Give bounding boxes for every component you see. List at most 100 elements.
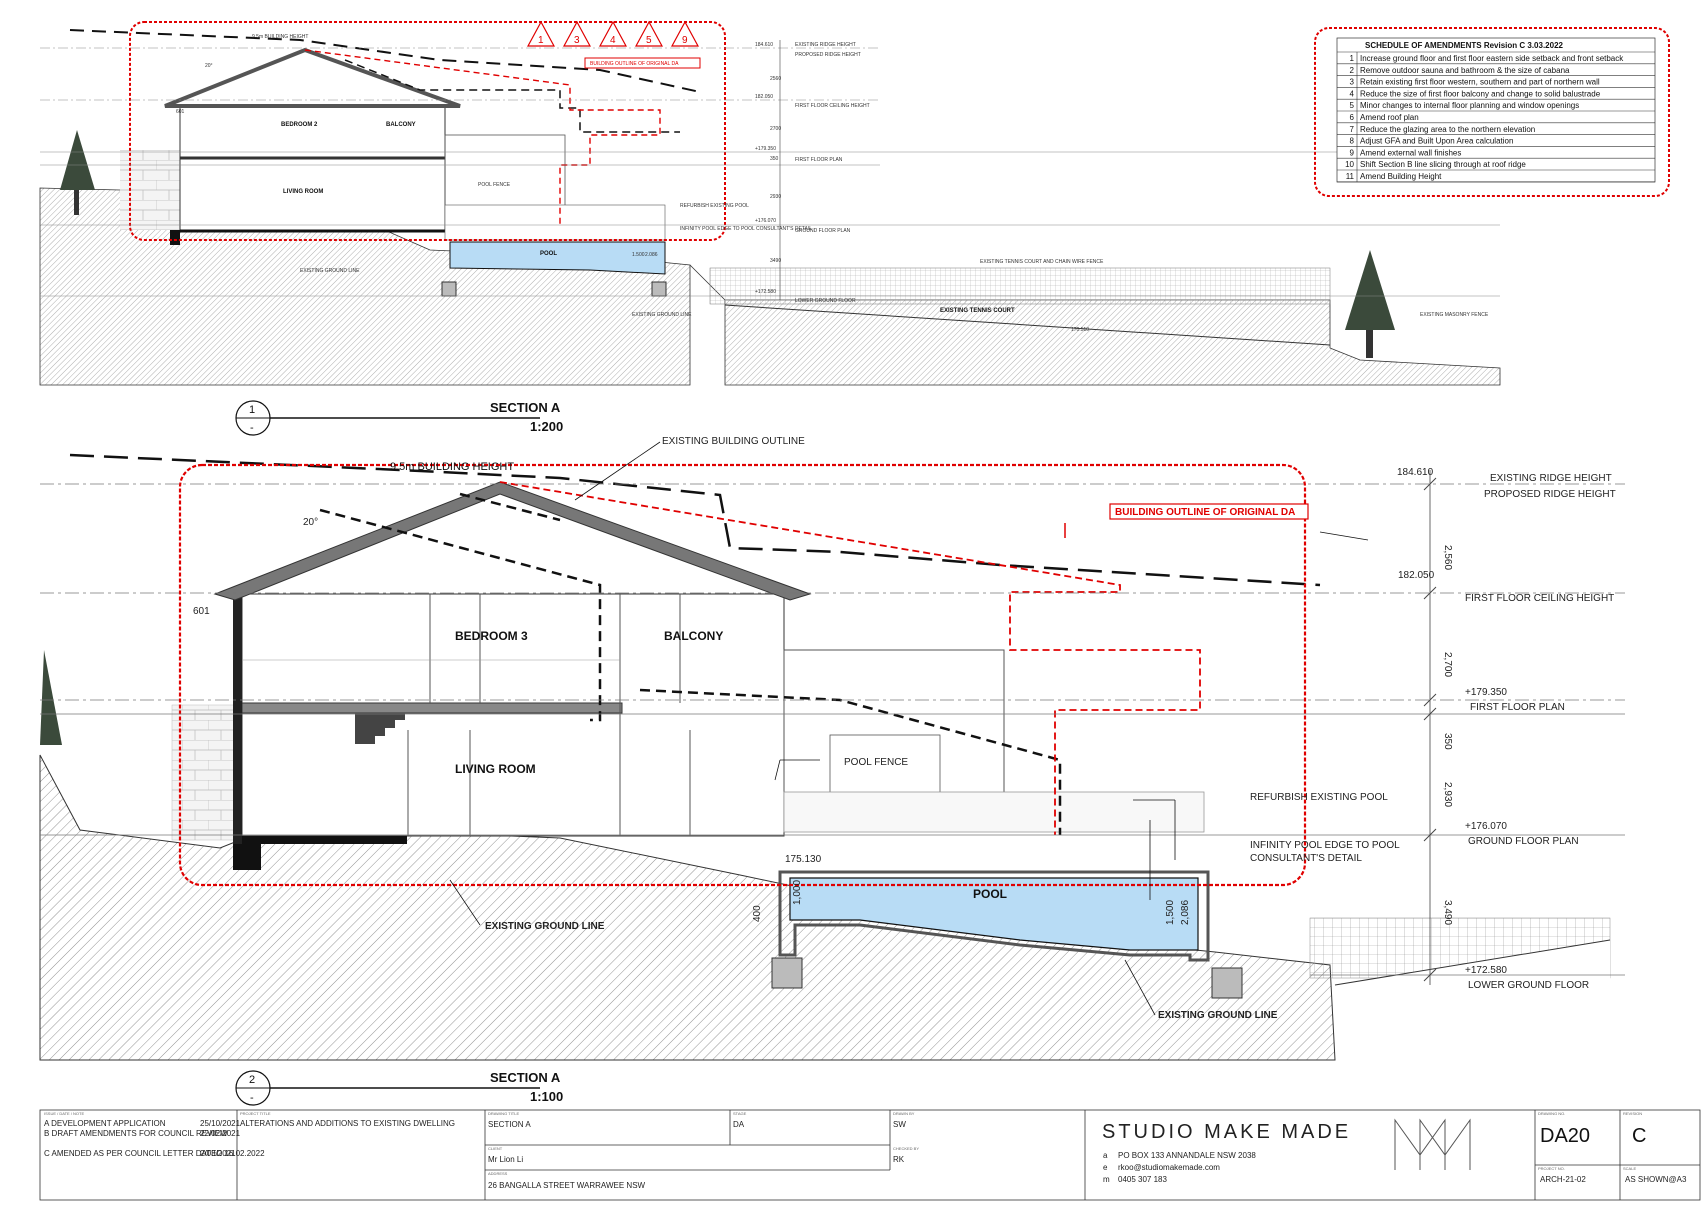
rev-triangle-label: 9: [682, 35, 688, 46]
schedule-item-text: Reduce the glazing area to the northern …: [1360, 125, 1535, 134]
rl-ground-2: +176.070: [1465, 821, 1507, 832]
rl-first-2: +179.350: [1465, 687, 1507, 698]
schedule-item-text: Remove outdoor sauna and bathroom & the …: [1360, 66, 1570, 75]
rl-first-1: +179.350: [755, 146, 776, 152]
section-scale-1: 1:200: [530, 419, 563, 434]
marker-ref-1: -: [250, 422, 254, 434]
schedule-item-text: Adjust GFA and Built Upon Area calculati…: [1360, 137, 1513, 146]
pool-2: [789, 877, 1199, 951]
original-da-label-1: BUILDING OUTLINE OF ORIGINAL DA: [590, 61, 679, 67]
dim-label: 2,700: [1442, 652, 1453, 677]
tb-project-no-caption: PROJECT NO.: [1538, 1166, 1565, 1171]
level-ground-1: GROUND FLOOR PLAN: [795, 228, 851, 234]
level-proposed-ridge-1: PROPOSED RIDGE HEIGHT: [795, 52, 861, 58]
rl-lower-2: +172.580: [1465, 965, 1507, 976]
room-label-balcony-2: BALCONY: [664, 629, 723, 643]
tree-icon: [40, 650, 62, 745]
schedule-item-number: 9: [1350, 148, 1355, 157]
tb-scale-caption: SCALE: [1623, 1166, 1636, 1171]
section-title-1: SECTION A: [490, 400, 561, 415]
roof-angle-1: 20°: [205, 63, 213, 69]
building-height-label-2: 9.5m BUILDING HEIGHT: [390, 461, 514, 473]
dim-label: 350: [1442, 733, 1453, 750]
dim-label: 3,490: [1442, 900, 1453, 925]
room-label-living-1: LIVING ROOM: [283, 189, 323, 195]
contact-key: m: [1103, 1175, 1110, 1184]
tb-issue-a-date: 25/10/2021: [200, 1119, 241, 1128]
rl-ridge-1: 184.610: [755, 42, 773, 48]
note-tennis-court: EXISTING TENNIS COURT: [940, 308, 1015, 314]
section-title-2: SECTION A: [490, 1070, 561, 1085]
tb-issue-c: C AMENDED AS PER COUNCIL LETTER DATED 16…: [44, 1149, 265, 1158]
rev-triangle-label: 4: [610, 35, 616, 46]
level-proposed-ridge-2: PROPOSED RIDGE HEIGHT: [1484, 489, 1616, 500]
schedule-item-text: Increase ground floor and first floor ea…: [1360, 54, 1624, 63]
schedule-title: SCHEDULE OF AMENDMENTS Revision C 3.03.2…: [1365, 41, 1564, 50]
tb-scale: AS SHOWN@A3: [1625, 1175, 1687, 1184]
tb-stage-caption: STAGE: [733, 1111, 747, 1116]
note-tennis-fence: EXISTING TENNIS COURT AND CHAIN WIRE FEN…: [980, 259, 1104, 265]
schedule-item-number: 6: [1350, 113, 1355, 122]
note-ground-line-1a: EXISTING GROUND LINE: [300, 268, 360, 274]
revision-cloud-2: [178, 463, 1307, 887]
tb-stage: DA: [733, 1120, 745, 1129]
schedule-item-number: 8: [1350, 137, 1355, 146]
tree-icon: [1345, 250, 1395, 358]
schedule-item-number: 3: [1350, 78, 1355, 87]
section-1-drawing: [39, 21, 1501, 386]
ground-hatch-2: [39, 754, 1336, 1061]
existing-outline-label: EXISTING BUILDING OUTLINE: [662, 436, 805, 447]
rl-ceiling-2: 182.050: [1398, 570, 1435, 581]
tb-issue-caption: ISSUE / DATE / NOTE: [44, 1111, 84, 1116]
level-first-2: FIRST FLOOR PLAN: [1470, 702, 1565, 713]
pool-fence-label-2: POOL FENCE: [844, 757, 908, 768]
roof-angle-2: 20°: [303, 517, 318, 528]
note-masonry-fence: EXISTING MASONRY FENCE: [1420, 312, 1489, 318]
house-2: [241, 593, 785, 837]
dim-label: 1,000: [792, 880, 803, 905]
tb-project-caption: PROJECT TITLE: [240, 1111, 271, 1116]
room-label-bedroom-2: BEDROOM 3: [455, 629, 528, 643]
building-height-label-1: 9.5m BUILDING HEIGHT: [252, 34, 308, 40]
tb-address: 26 BANGALLA STREET WARRAWEE NSW: [488, 1181, 646, 1190]
rl-ceiling-1: 182.050: [755, 94, 773, 100]
rev-triangle-label: 1: [538, 35, 544, 46]
schedule-of-amendments: [1314, 27, 1670, 197]
marker-num-1: 1: [249, 404, 255, 416]
schedule-item-text: Retain existing first floor western, sou…: [1360, 78, 1600, 87]
note-tennis-rl: 170.510: [1071, 327, 1089, 333]
pool-1: [449, 241, 666, 275]
room-label-bedroom-1: BEDROOM 2: [281, 122, 318, 128]
level-ceiling-2: FIRST FLOOR CEILING HEIGHT: [1465, 593, 1614, 604]
schedule-item-number: 4: [1350, 89, 1355, 98]
marker-ref-2: -: [250, 1092, 254, 1104]
tb-address-caption: ADDRESS: [488, 1171, 508, 1176]
level-ridge-2: EXISTING RIDGE HEIGHT: [1490, 473, 1612, 484]
dim-label: 2560: [770, 76, 781, 82]
tb-drawing-no-caption: DRAWING NO.: [1538, 1111, 1565, 1116]
level-lower-1: LOWER GROUND FLOOR: [795, 298, 856, 304]
level-ceiling-1: FIRST FLOOR CEILING HEIGHT: [795, 103, 870, 109]
schedule-item-number: 2: [1350, 66, 1355, 75]
pool-dim-label: 2.086: [645, 252, 658, 258]
schedule-item-number: 11: [1346, 172, 1355, 181]
pool-dim-label: 1,500: [1165, 900, 1176, 925]
pool-dim-label: 2,086: [1180, 900, 1191, 925]
contact-address: PO BOX 133 ANNANDALE NSW 2038: [1118, 1151, 1256, 1160]
section-marker-2: [235, 1070, 540, 1106]
tree-icon: [60, 130, 95, 215]
tb-drawing-caption: DRAWING TITLE: [488, 1111, 519, 1116]
tb-issue-a: A DEVELOPMENT APPLICATION: [44, 1119, 166, 1128]
dim-label: 2,560: [1442, 545, 1453, 570]
dim-label: 2,930: [1442, 782, 1453, 807]
eave-dim-1: 601: [176, 109, 185, 115]
tb-checked-caption: CHECKED BY: [893, 1146, 919, 1151]
tb-client: Mr Lion Li: [488, 1155, 523, 1164]
studio-name: STUDIO MAKE MADE: [1102, 1121, 1351, 1143]
tb-project: ALTERATIONS AND ADDITIONS TO EXISTING DW…: [240, 1119, 455, 1128]
dim-label: 2930: [770, 194, 781, 200]
contact-key: a: [1103, 1151, 1108, 1160]
note-refurbish-1: REFURBISH EXISTING POOL: [680, 203, 749, 209]
schedule-item-text: Amend roof plan: [1360, 113, 1419, 122]
note-ground-line-2b: EXISTING GROUND LINE: [1158, 1010, 1278, 1021]
